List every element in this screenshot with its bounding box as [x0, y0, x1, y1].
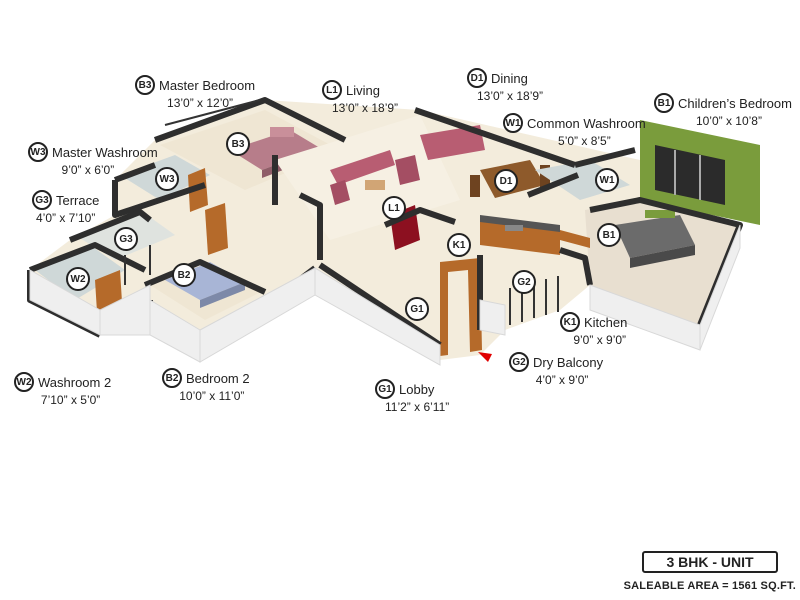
badge-b3: B3 [135, 75, 155, 95]
room-dims: 5’0” x 8’5” [558, 134, 611, 148]
room-dims: 10’0” x 10’8” [695, 114, 762, 128]
marker-w2: W2 [66, 267, 90, 291]
marker-w3: W3 [155, 167, 179, 191]
badge-g1: G1 [375, 379, 395, 399]
marker-k1: K1 [447, 233, 471, 257]
marker-b2: B2 [172, 263, 196, 287]
marker-l1: L1 [382, 196, 406, 220]
marker-g2: G2 [512, 270, 536, 294]
room-name: Dining [491, 70, 528, 86]
marker-g3: G3 [114, 227, 138, 251]
badge-w1: W1 [503, 113, 523, 133]
badge-w3: W3 [28, 142, 48, 162]
room-name: Bedroom 2 [186, 370, 250, 386]
kitchen-counter [480, 215, 560, 255]
room-name: Master Bedroom [159, 77, 256, 93]
room-dims: 11’2” x 6’11” [385, 400, 450, 414]
badge-k1: K1 [560, 312, 580, 332]
badge-d1: D1 [467, 68, 487, 88]
entry-arrow-icon [478, 352, 492, 362]
room-dims: 4’0” x 9’0” [535, 373, 589, 387]
bed-b1 [615, 210, 695, 268]
room-name: Washroom 2 [38, 374, 112, 390]
room-name: Living [346, 82, 380, 98]
unit-title: 3 BHK - UNIT [642, 551, 778, 573]
room-dims: 10’0” x 11’0” [179, 389, 245, 403]
room-name: Common Washroom [527, 115, 646, 131]
wall-faces [29, 224, 741, 366]
room-name: Terrace [56, 192, 100, 208]
room-dims: 13’0” x 18’9” [332, 101, 399, 115]
marker-w1: W1 [595, 168, 619, 192]
room-name: Master Washroom [52, 144, 158, 160]
badge-b2: B2 [162, 368, 182, 388]
marker-b1: B1 [597, 223, 621, 247]
saleable-area: SALEABLE AREA = 1561 SQ.FT. [623, 580, 796, 592]
room-dims: 9’0” x 6’0” [61, 163, 115, 177]
room-dims: 9’0” x 9’0” [573, 333, 627, 347]
marker-b3: B3 [226, 132, 250, 156]
room-name: Lobby [399, 381, 435, 397]
accent-wall-b1 [640, 120, 760, 225]
marker-g1: G1 [405, 297, 429, 321]
marker-d1: D1 [494, 169, 518, 193]
badge-g3: G3 [32, 190, 52, 210]
glass-railings [124, 99, 559, 325]
room-dims: 13’0” x 12’0” [167, 96, 234, 110]
room-name: Kitchen [584, 314, 628, 330]
living-sofas [330, 125, 485, 205]
badge-w2: W2 [14, 372, 34, 392]
room-dims: 13’0” x 18’9” [477, 89, 544, 103]
room-name: Children’s Bedroom [678, 95, 792, 111]
room-dims: 7’10” x 5’0” [40, 393, 101, 407]
badge-b1: B1 [654, 93, 674, 113]
badge-l1: L1 [322, 80, 342, 100]
room-dims: 4’0” x 7’10” [35, 211, 96, 225]
room-name: Dry Balcony [533, 354, 604, 370]
badge-g2: G2 [509, 352, 529, 372]
